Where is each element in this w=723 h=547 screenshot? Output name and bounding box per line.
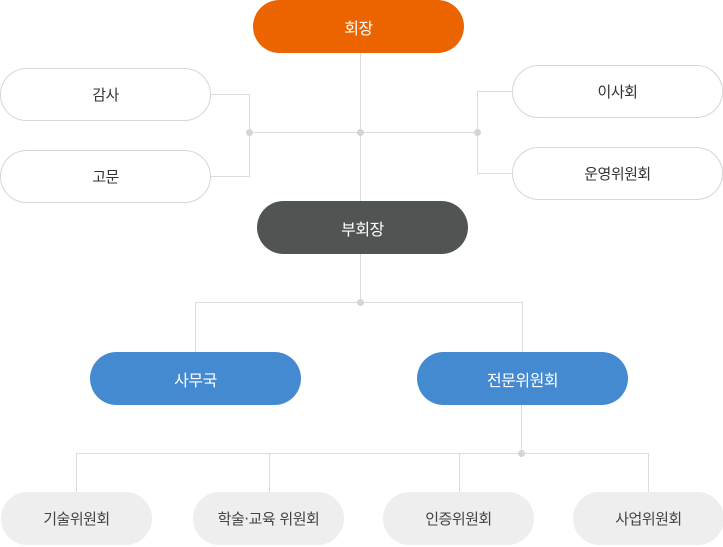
connector-expert-down (521, 405, 522, 453)
connector-edu (269, 453, 270, 492)
node-board-of-directors: 이사회 (512, 65, 723, 118)
node-vice-chair: 부회장 (257, 201, 468, 254)
node-business-committee: 사업위원회 (573, 492, 723, 545)
node-label: 운영위원회 (584, 165, 651, 183)
connector-secretariat (195, 302, 196, 352)
connector-cert (459, 453, 460, 492)
junction-dot-right (474, 129, 481, 136)
node-audit: 감사 (0, 68, 211, 121)
node-label: 기술위원회 (43, 510, 110, 528)
connector-bottom-horizontal (76, 453, 649, 454)
connector-advisor (211, 176, 249, 177)
node-advisor: 고문 (0, 150, 211, 203)
connector-chair-to-vice (360, 53, 361, 201)
connector-tech (76, 453, 77, 492)
junction-dot-left (246, 129, 253, 136)
node-label: 사업위원회 (615, 510, 682, 528)
node-label: 부회장 (341, 219, 384, 239)
junction-dot-center (357, 129, 364, 136)
connector-board (477, 91, 512, 92)
connector-expert (522, 302, 523, 352)
node-technical-committee: 기술위원회 (1, 492, 152, 545)
node-academic-education-committee: 학술·교육 위원회 (193, 492, 344, 545)
node-label: 회장 (344, 18, 373, 38)
node-secretariat: 사무국 (90, 352, 301, 405)
node-label: 사무국 (174, 370, 217, 390)
junction-dot-mid (357, 299, 364, 306)
connector-audit (211, 94, 249, 95)
node-expert-committee: 전문위원회 (417, 352, 628, 405)
node-label: 전문위원회 (486, 370, 559, 390)
junction-dot-bottom (518, 450, 525, 457)
node-label: 고문 (92, 168, 119, 186)
connector-biz (648, 453, 649, 492)
node-label: 감사 (92, 86, 119, 104)
node-chair: 회장 (253, 0, 464, 53)
connector-vice-down (360, 254, 361, 302)
node-label: 학술·교육 위원회 (217, 510, 320, 528)
connector-opcomm (477, 173, 512, 174)
node-label: 이사회 (597, 83, 638, 101)
node-label: 인증위원회 (425, 510, 492, 528)
node-operating-committee: 운영위원회 (512, 147, 723, 200)
node-certification-committee: 인증위원회 (383, 492, 534, 545)
